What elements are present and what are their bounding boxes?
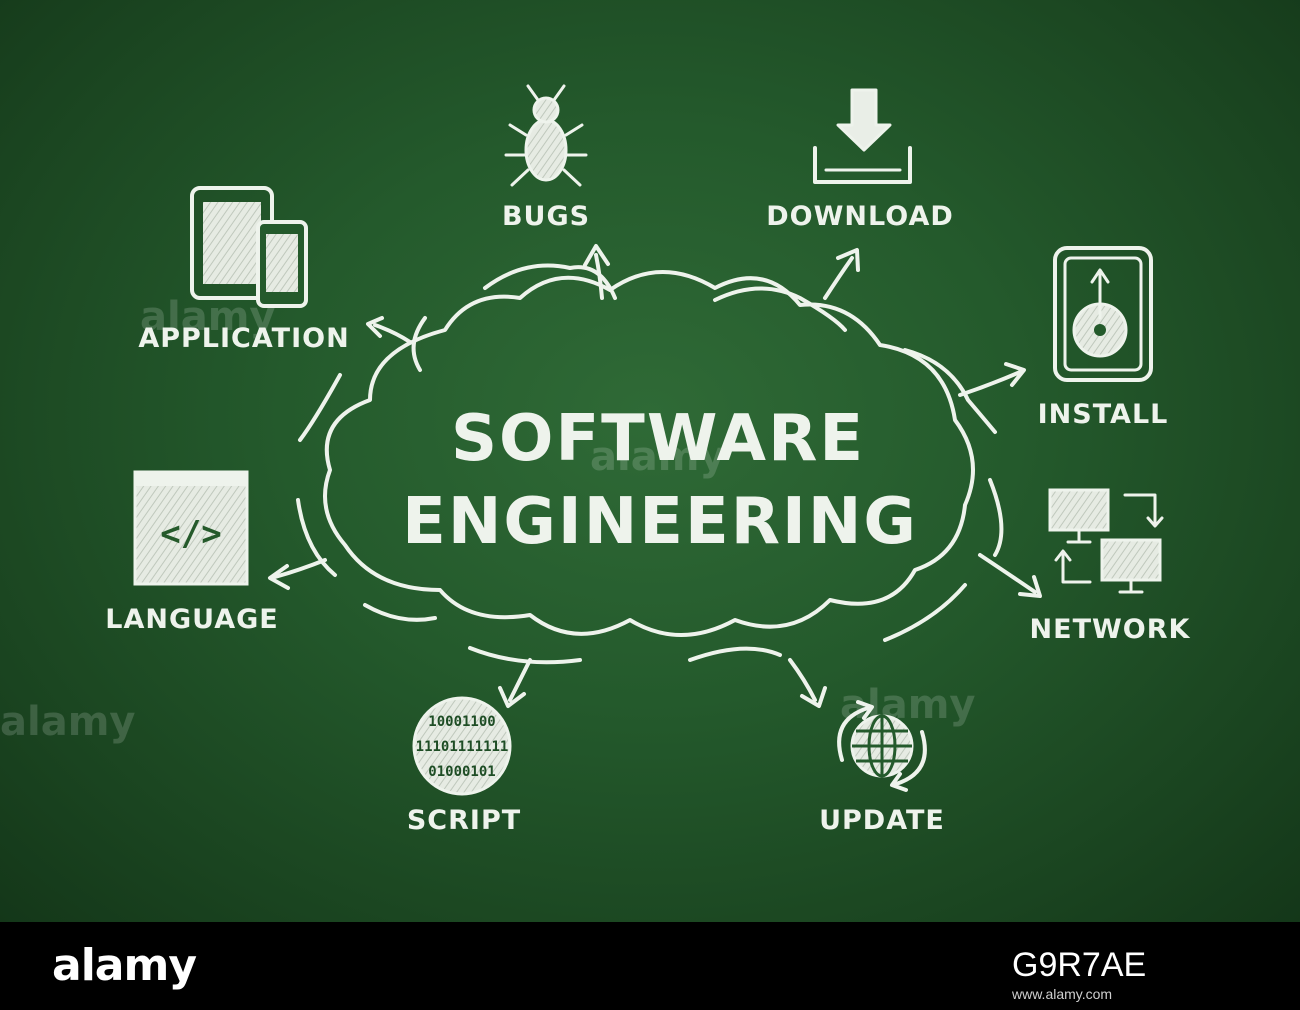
- topic-application: APPLICATION: [138, 186, 349, 354]
- binary-line-2: 11101111111: [416, 739, 509, 755]
- footer-brand-logo: alamy: [52, 940, 197, 991]
- topic-label-download: DOWNLOAD: [766, 201, 954, 232]
- binary-code-icon: 10001100 11101111111 01000101: [412, 696, 512, 796]
- binary-line-3: 01000101: [428, 764, 495, 780]
- topic-label-script: SCRIPT: [407, 805, 521, 836]
- mind-map-diagram: alamy alamy alamy alamy SOFTWARE ENGINEE…: [0, 84, 1191, 836]
- topic-update: UPDATE: [819, 700, 945, 836]
- topic-label-update: UPDATE: [819, 805, 945, 836]
- globe-refresh-icon: [837, 700, 927, 792]
- code-tag-icon: </>: [133, 470, 249, 586]
- bug-icon: [504, 84, 588, 187]
- install-drive-icon: [1053, 246, 1153, 382]
- topic-label-install: INSTALL: [1038, 399, 1169, 430]
- central-cloud: [296, 263, 1004, 665]
- footer-url: www.alamy.com: [1012, 986, 1113, 1002]
- connector-arrows: [268, 244, 1042, 708]
- diagram-title-line2: ENGINEERING: [402, 485, 918, 559]
- topic-language: </> LANGUAGE: [105, 470, 278, 635]
- footer-bar: alamy G9R7AE www.alamy.com: [0, 922, 1300, 1010]
- topic-download: DOWNLOAD: [766, 88, 954, 232]
- watermark: alamy: [140, 294, 275, 340]
- topic-network: NETWORK: [1030, 488, 1191, 645]
- footer-image-id: G9R7AE: [1012, 946, 1147, 984]
- topic-label-language: LANGUAGE: [105, 604, 278, 635]
- chalkboard: alamy alamy alamy alamy SOFTWARE ENGINEE…: [0, 0, 1300, 922]
- topic-bugs: BUGS: [502, 84, 590, 232]
- topic-label-network: NETWORK: [1030, 614, 1191, 645]
- watermark: alamy: [590, 434, 725, 480]
- tablet-phone-icon: [190, 186, 308, 308]
- watermark: alamy: [840, 682, 975, 728]
- binary-line-1: 10001100: [428, 714, 495, 730]
- watermark: alamy: [0, 699, 135, 745]
- network-computers-icon: [1048, 488, 1164, 594]
- topic-script: 10001100 11101111111 01000101 SCRIPT: [407, 696, 521, 836]
- diagram-title-line1: SOFTWARE: [451, 402, 865, 476]
- code-tag-glyph: </>: [160, 514, 221, 554]
- topic-label-application: APPLICATION: [138, 323, 349, 354]
- download-icon: [813, 88, 912, 184]
- topic-install: INSTALL: [1038, 246, 1169, 430]
- watermark-group: alamy alamy alamy alamy: [0, 294, 975, 745]
- topic-label-bugs: BUGS: [502, 201, 590, 232]
